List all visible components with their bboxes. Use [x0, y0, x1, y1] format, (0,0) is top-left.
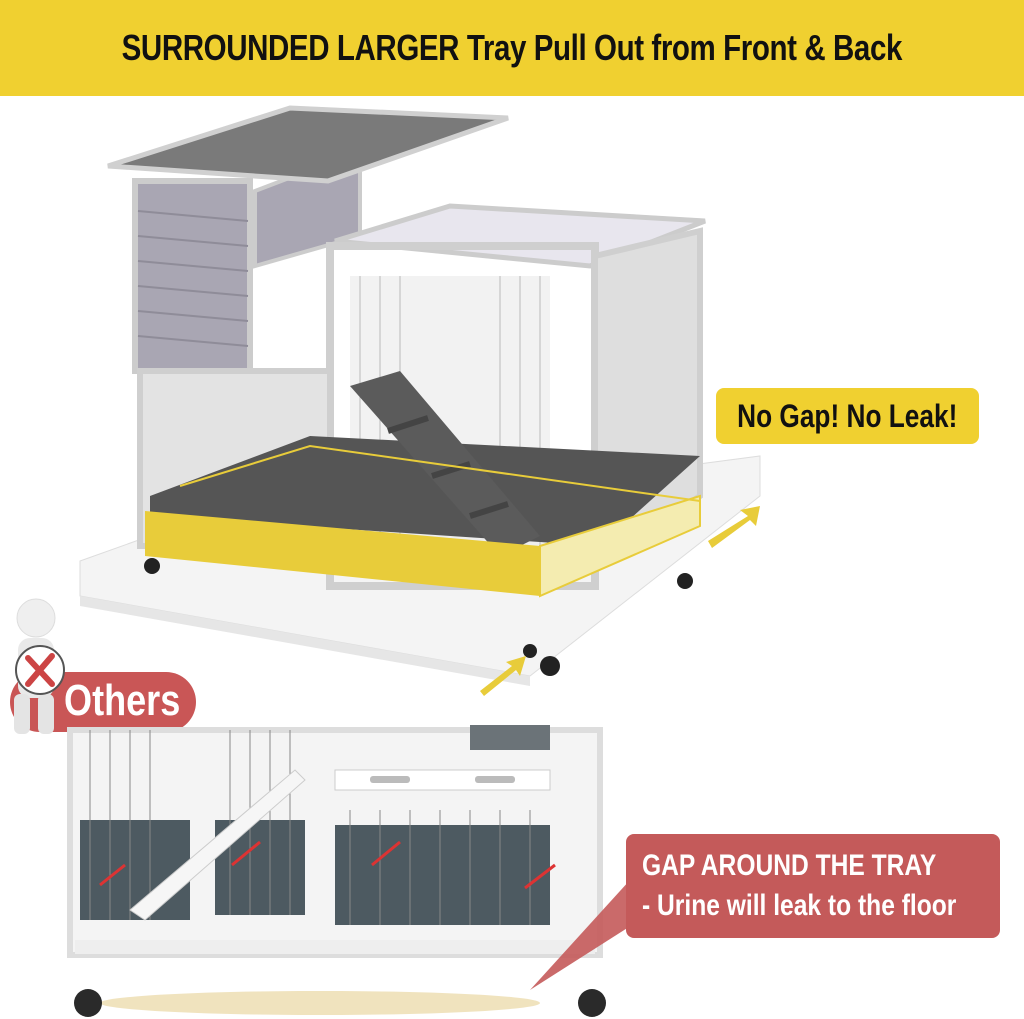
callout-title: GAP AROUND THE TRAY [642, 849, 937, 882]
hutch-illustration [79, 105, 761, 696]
callout-subtitle: - Urine will leak to the floor [642, 889, 957, 922]
others-label: Others [64, 676, 181, 725]
header-banner: SURROUNDED LARGER Tray Pull Out from Fro… [0, 0, 1024, 96]
gap-warning-callout: GAP AROUND THE TRAY - Urine will leak to… [626, 834, 1000, 938]
callout-pointer [530, 880, 640, 990]
competitor-hutch-illustration [67, 725, 606, 1017]
figure-x-sign-icon [14, 598, 65, 734]
no-gap-badge: No Gap! No Leak! [716, 388, 979, 444]
banner-title: SURROUNDED LARGER Tray Pull Out from Fro… [121, 27, 903, 68]
no-gap-text: No Gap! No Leak! [737, 397, 958, 434]
